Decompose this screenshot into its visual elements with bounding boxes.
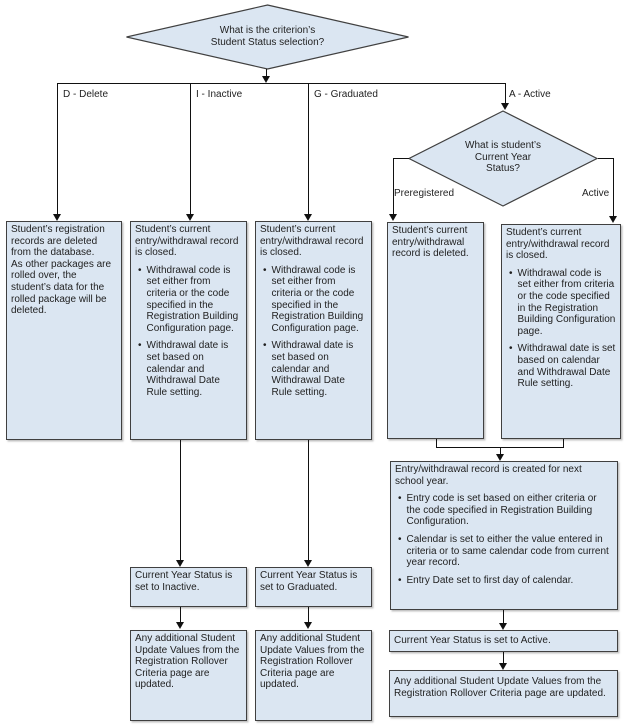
decision-line: Current Year [474,151,532,163]
decision-diamond-current-year-status [407,110,599,207]
bullet-item: Withdrawal date is set based on calendar… [260,340,367,398]
arrowhead-down-icon [262,76,270,83]
bullet-item: Withdrawal code is set either from crite… [506,268,616,338]
box-status-inactive: Current Year Status is set to Inactive. [130,567,247,607]
connector-line [180,440,181,560]
box-graduated-result: Student’s current entry/withdrawal recor… [255,221,372,440]
box-update-values-active: Any additional Student Update Values fro… [389,670,618,717]
connector-line [503,652,504,663]
box-paragraph: Student’s registration records are delet… [11,224,105,259]
arrowhead-down-icon [304,622,312,629]
bullet-text: Withdrawal date is set based on calendar… [517,343,616,390]
arrowhead-down-icon [501,103,509,110]
arrowhead-down-icon [186,214,194,221]
connector-line-delete [57,83,58,215]
box-heading: Student’s current entry/withdrawal recor… [260,224,364,259]
arrowhead-down-icon [496,454,504,461]
bullet-item: Withdrawal code is set either from crite… [260,265,367,335]
branch-label-year-active: Active [582,188,610,199]
branch-bar-line [57,83,506,84]
connector-line [308,440,309,560]
box-heading: Student’s current entry/withdrawal recor… [135,224,239,259]
connector-line [266,69,267,77]
box-status-active: Current Year Status is set to Active. [389,630,618,652]
merge-bar-line [436,447,564,448]
box-update-values-inactive: Any additional Student Update Values fro… [130,630,247,721]
bullet-item: Calendar is set to either the value ente… [395,534,613,569]
connector-line [503,610,504,623]
bullet-text: Calendar is set to either the value ente… [406,533,609,569]
connector-line [308,607,309,623]
bullet-text: Entry code is set based on either criter… [406,493,597,528]
box-text: Current Year Status is set to Active. [394,635,551,647]
decision-line: What is student’s [465,140,541,151]
connector-line-active [505,83,506,104]
box-delete-result: Student’s registration records are delet… [6,221,122,440]
arrowhead-down-icon [389,214,397,221]
bullet-item: Withdrawal date is set based on calendar… [506,343,616,389]
box-text: Current Year Status is set to Graduated. [260,570,358,593]
arrowhead-down-icon [176,560,184,567]
connector-line [180,607,181,623]
bullet-text: Withdrawal code is set either from crite… [517,267,616,337]
arrowhead-down-icon [609,216,617,223]
arrowhead-down-icon [53,214,61,221]
decision-current-year-text: What is student’s Current Year Status? [408,140,598,175]
decision-line: Student Status selection? [210,36,325,48]
bullet-text: Withdrawal code is set either from crite… [271,264,364,334]
box-text: Any additional Student Update Values fro… [135,633,240,691]
bullet-item: Entry code is set based on either criter… [395,493,613,528]
bullet-item: Withdrawal code is set either from crite… [135,265,242,335]
box-preregistered-result: Student’s current entry/withdrawal recor… [387,222,484,439]
bullet-text: Withdrawal date is set based on calendar… [271,340,354,398]
decision-student-status-text: What is the criterion’s Student Status s… [125,25,410,48]
decision-line: Status? [486,163,520,175]
box-heading: Student’s current entry/withdrawal recor… [392,225,469,260]
branch-label-active: A - Active [509,89,551,100]
connector-line-preregistered [393,158,394,215]
connector-line [500,448,501,455]
decision-line: What is the criterion’s [219,25,316,36]
box-active-result: Student’s current entry/withdrawal recor… [501,224,621,439]
arrowhead-down-icon [304,214,312,221]
bullet-text: Withdrawal date is set based on calendar… [146,340,229,398]
branch-label-inactive: I - Inactive [196,89,243,100]
box-text: Any additional Student Update Values fro… [260,633,365,691]
box-update-values-graduated: Any additional Student Update Values fro… [255,630,372,721]
connector-line-year-active [613,158,614,217]
arrowhead-down-icon [304,560,312,567]
connector-line [436,439,437,448]
box-next-year-record: Entry/withdrawal record is created for n… [390,461,618,610]
branch-label-graduated: G - Graduated [314,89,378,100]
branch-label-delete: D - Delete [63,89,109,100]
box-status-graduated: Current Year Status is set to Graduated. [255,567,372,607]
box-paragraph: As other packages are rolled over, the s… [11,258,112,317]
bullet-text: Withdrawal code is set either from crite… [146,264,239,334]
connector-line-graduated [308,83,309,215]
connector-line [563,439,564,448]
arrowhead-down-icon [176,622,184,629]
connector-line-inactive [190,83,191,215]
arrowhead-down-icon [499,663,507,670]
box-heading: Student’s current entry/withdrawal recor… [506,227,610,262]
connector-line-preregistered [393,158,409,159]
connector-line-year-active [598,158,614,159]
box-heading: Entry/withdrawal record is created for n… [395,464,582,487]
box-text: Current Year Status is set to Inactive. [135,570,233,593]
box-text: Any additional Student Update Values fro… [394,676,606,699]
bullet-item: Entry Date set to first day of calendar. [395,575,613,587]
branch-label-preregistered: Preregistered [394,188,455,199]
box-inactive-result: Student’s current entry/withdrawal recor… [130,221,247,440]
decision-diamond-student-status [126,4,409,70]
arrowhead-down-icon [499,623,507,630]
bullet-text: Entry Date set to first day of calendar. [406,574,574,586]
bullet-item: Withdrawal date is set based on calendar… [135,340,242,398]
